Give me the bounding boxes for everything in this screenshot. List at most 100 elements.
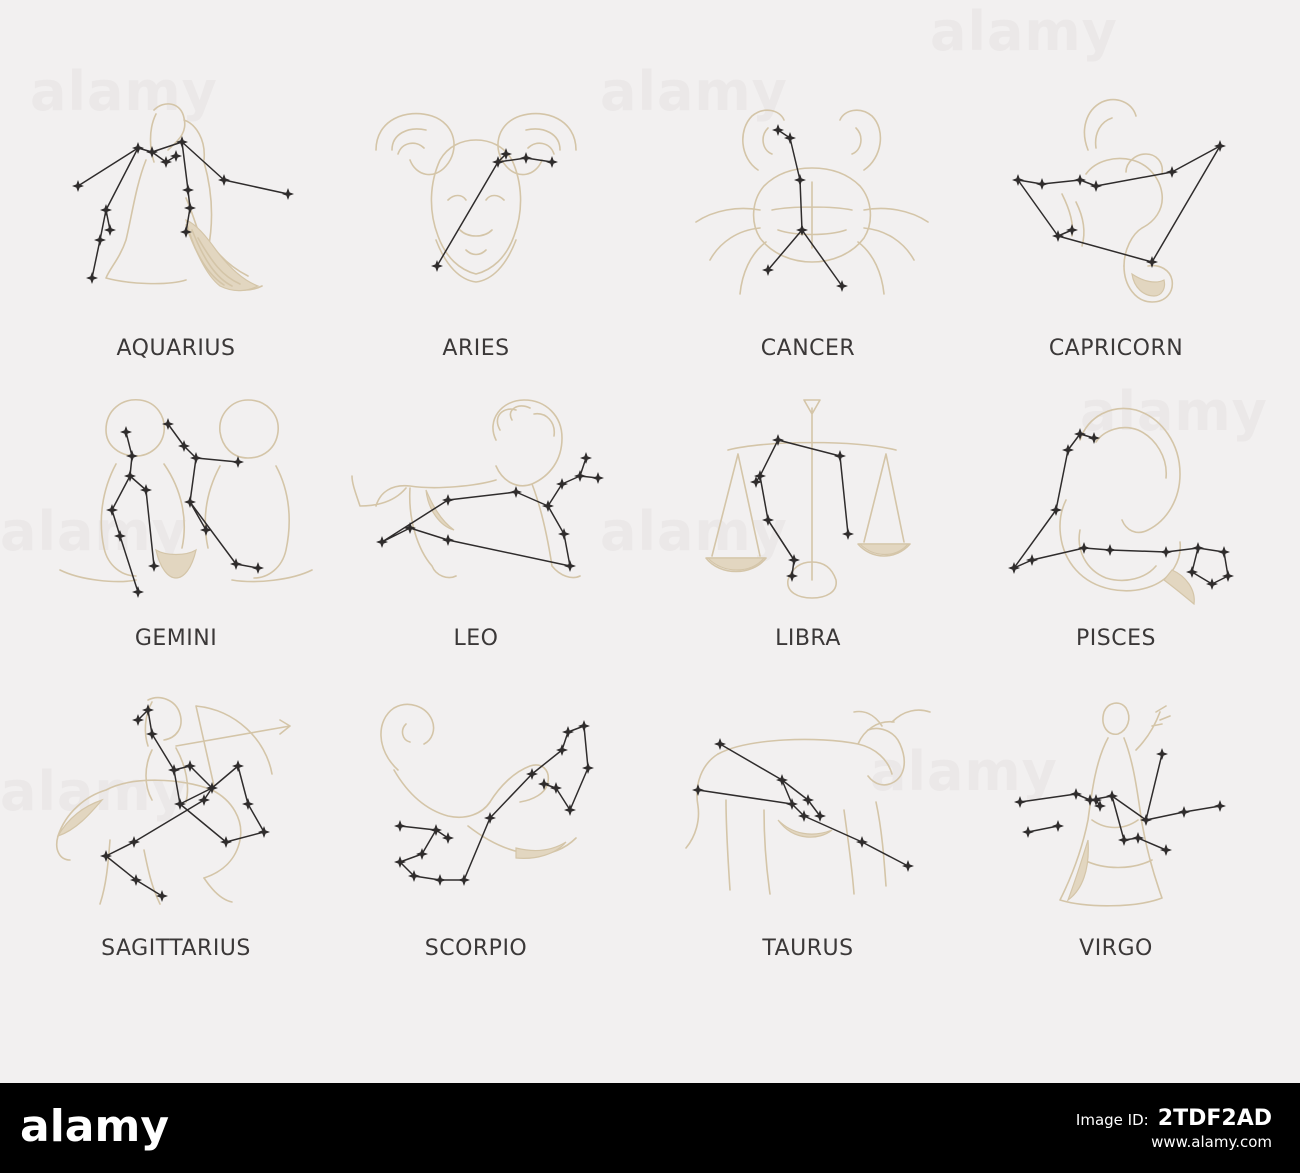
star-marker-icon (430, 824, 442, 836)
star-marker-icon (1088, 432, 1100, 444)
star-marker-icon (232, 760, 244, 772)
watermark-text: alamy (930, 0, 1118, 63)
star-marker-icon (562, 726, 574, 738)
star-marker-icon (1132, 832, 1144, 844)
star-marker-icon (836, 280, 848, 292)
star-marker-icon (574, 470, 586, 482)
star-marker-icon (794, 174, 806, 186)
star-marker-icon (220, 836, 232, 848)
cancer-illustration (695, 109, 929, 295)
star-marker-icon (184, 760, 196, 772)
sagittarius-illustration (55, 696, 291, 905)
star-marker-icon (1094, 800, 1106, 812)
star-marker-icon (1214, 800, 1226, 812)
star-marker-icon (1156, 748, 1168, 760)
scorpio-constellation (394, 720, 594, 886)
star-marker-icon (1008, 562, 1020, 574)
star-marker-icon (218, 174, 230, 186)
sign-label: ARIES (442, 336, 510, 361)
sign-tile-libra: LIBRA (668, 380, 948, 680)
star-marker-icon (692, 784, 704, 796)
sign-label: CANCER (760, 336, 856, 361)
star-marker-icon (842, 528, 854, 540)
star-marker-icon (558, 528, 570, 540)
star-marker-icon (902, 860, 914, 872)
star-marker-icon (442, 534, 454, 546)
star-marker-icon (1214, 140, 1226, 152)
star-marker-icon (1140, 814, 1152, 826)
star-marker-icon (582, 762, 594, 774)
pisces-constellation (1008, 428, 1234, 590)
star-marker-icon (556, 478, 568, 490)
star-marker-icon (206, 782, 218, 794)
aries-constellation (431, 148, 558, 272)
sign-tile-virgo: VIRGO (976, 690, 1256, 990)
star-marker-icon (126, 450, 138, 462)
star-marker-icon (176, 136, 188, 148)
star-marker-icon (394, 856, 406, 868)
star-marker-icon (786, 798, 798, 810)
star-marker-icon (431, 260, 443, 272)
cancer-constellation (762, 124, 848, 292)
star-marker-icon (160, 156, 172, 168)
star-marker-icon (1036, 178, 1048, 190)
star-marker-icon (140, 484, 152, 496)
star-marker-icon (252, 562, 264, 574)
star-marker-icon (168, 764, 180, 776)
star-marker-icon (282, 188, 294, 200)
star-marker-icon (146, 146, 158, 158)
sign-tile-scorpio: SCORPIO (336, 690, 616, 990)
star-marker-icon (564, 804, 576, 816)
star-marker-icon (772, 434, 784, 446)
star-marker-icon (1218, 546, 1230, 558)
image-info: Image ID: 2TDF2AD www.alamy.com (1076, 1105, 1272, 1151)
star-marker-icon (1014, 796, 1026, 808)
star-marker-icon (776, 774, 788, 786)
leo-constellation (376, 452, 604, 572)
star-marker-icon (578, 720, 590, 732)
star-marker-icon (132, 142, 144, 154)
star-marker-icon (128, 836, 140, 848)
sign-tile-taurus: TAURUS (668, 690, 948, 990)
virgo-illustration (1059, 702, 1171, 907)
gemini-illustration (59, 399, 313, 583)
sign-label: LEO (453, 626, 499, 651)
star-marker-icon (1078, 542, 1090, 554)
sign-tile-gemini: GEMINI (36, 380, 316, 680)
star-marker-icon (786, 570, 798, 582)
star-marker-icon (1090, 180, 1102, 192)
aquarius-illustration (105, 103, 263, 292)
star-marker-icon (798, 810, 810, 822)
star-marker-icon (1146, 256, 1158, 268)
pisces-illustration (1059, 407, 1195, 606)
star-marker-icon (258, 826, 270, 838)
star-marker-icon (1074, 428, 1086, 440)
star-marker-icon (174, 798, 186, 810)
alamy-logo[interactable]: alamy (20, 1099, 200, 1155)
star-marker-icon (184, 496, 196, 508)
star-marker-icon (788, 554, 800, 566)
star-marker-icon (564, 560, 576, 572)
star-marker-icon (142, 704, 154, 716)
star-marker-icon (580, 452, 592, 464)
star-marker-icon (1070, 788, 1082, 800)
star-marker-icon (1206, 578, 1218, 590)
gemini-constellation (106, 418, 264, 598)
star-marker-icon (1178, 806, 1190, 818)
sign-label: LIBRA (775, 626, 841, 651)
stock-footer-bar: alamy Image ID: 2TDF2AD www.alamy.com (0, 1083, 1300, 1173)
sign-tile-aries: ARIES (336, 90, 616, 390)
star-marker-icon (1104, 544, 1116, 556)
star-marker-icon (404, 522, 416, 534)
star-marker-icon (1166, 166, 1178, 178)
star-marker-icon (104, 224, 116, 236)
star-marker-icon (1022, 826, 1034, 838)
star-marker-icon (130, 874, 142, 886)
site-url[interactable]: www.alamy.com (1151, 1132, 1272, 1151)
star-marker-icon (86, 272, 98, 284)
star-marker-icon (442, 832, 454, 844)
star-marker-icon (180, 226, 192, 238)
sign-tile-pisces: PISCES (976, 380, 1256, 680)
sign-label: SAGITTARIUS (101, 936, 251, 961)
star-marker-icon (458, 874, 470, 886)
